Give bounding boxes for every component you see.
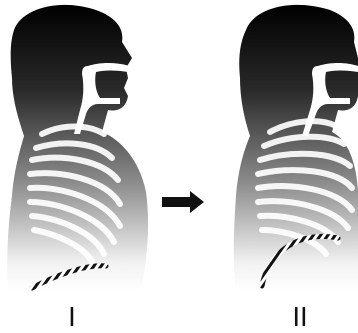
figure-inhale [234,5,358,292]
right-arrow-icon [162,191,204,213]
panel-label-1: I [68,303,76,333]
torso-silhouette-inhale [234,5,358,292]
figure-exhale [7,5,148,292]
panel-label-2: II [292,303,307,333]
